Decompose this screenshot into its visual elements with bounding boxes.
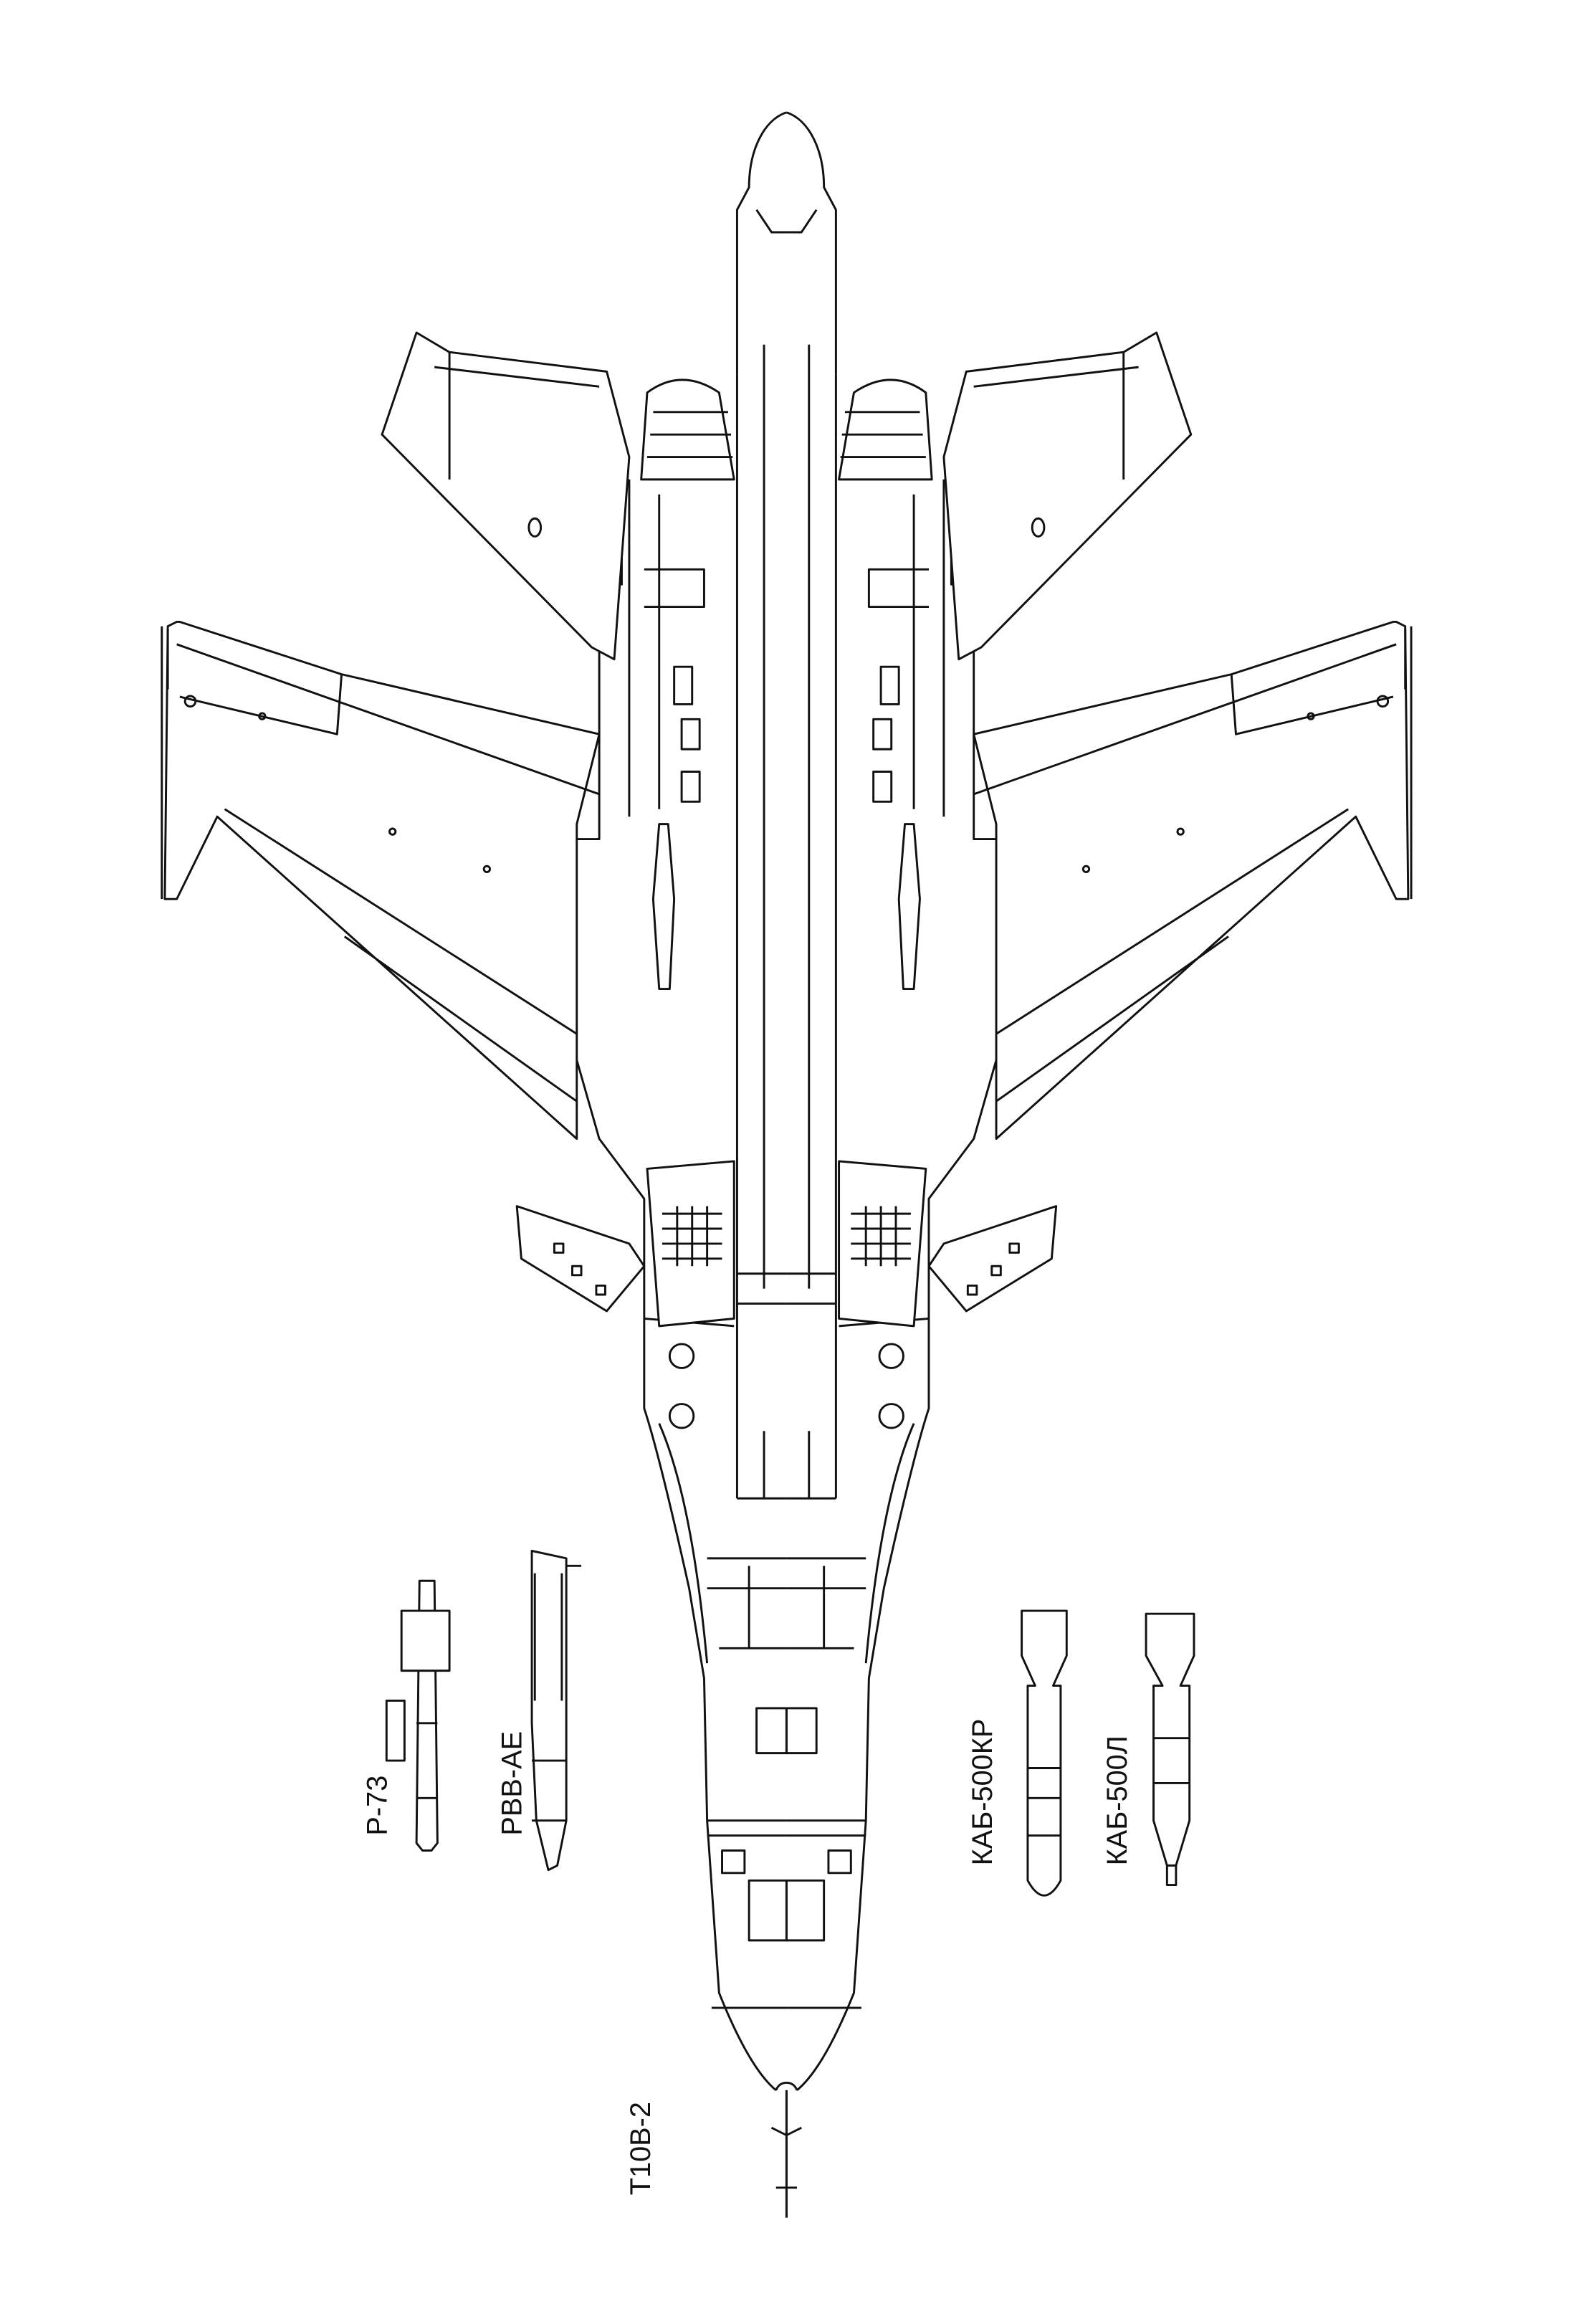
label-r73: Р-73 [361, 1776, 393, 1836]
label-kab-500l: КАБ-500Л [1102, 1735, 1133, 1865]
label-aircraft-designation: Т10В-2 [625, 2102, 656, 2195]
kab-500l-bomb-drawing [1145, 1612, 1195, 1887]
rvv-ae-missile-drawing [530, 1549, 582, 1872]
label-kab-500kr: КАБ-500КР [967, 1719, 998, 1866]
aircraft-left-half [161, 111, 788, 2218]
label-rvv-ae: РВВ-АЕ [496, 1731, 527, 1836]
r73-missile-drawing [385, 1579, 451, 1852]
kab-500kr-bomb-drawing [1021, 1609, 1068, 1897]
